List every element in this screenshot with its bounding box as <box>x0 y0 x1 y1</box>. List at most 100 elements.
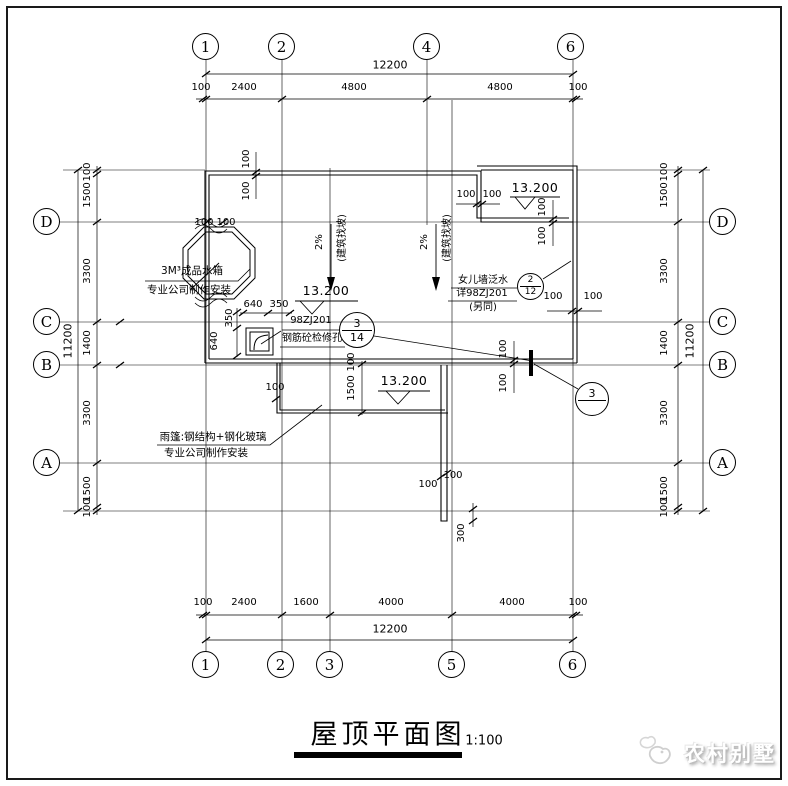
canopy-note-line1: 雨篷:钢结构+钢化玻璃 <box>159 430 267 443</box>
drawing-scale: 1:100 <box>465 733 503 749</box>
grid-bubble-left-D: D <box>33 208 60 235</box>
dim-right-overall: 11200 <box>683 323 697 359</box>
elevation-label: 13.200 <box>380 372 428 388</box>
grid-bubble-bottom-2: 2 <box>267 651 294 678</box>
roof-outline <box>204 165 578 522</box>
parapet-flashing-line3: (另同) <box>469 302 497 313</box>
parapet-flashing-line2: 详98ZJ201 <box>456 288 508 299</box>
dim-small: 100 <box>241 181 252 201</box>
dim-small: 1500 <box>346 375 357 401</box>
dim-small: 100 <box>498 373 509 393</box>
dim-bottom-seg: 4000 <box>378 597 404 608</box>
elevation-label: 13.200 <box>511 179 559 195</box>
dim-bottom-seg: 4000 <box>499 597 525 608</box>
dim-bottom-seg: 100 <box>568 597 588 608</box>
brand-watermark-text: 农村别墅 <box>684 742 776 766</box>
dim-small: 100 <box>537 226 548 246</box>
slope-percent: 2% <box>314 234 325 250</box>
dim-left-seg: 3300 <box>82 400 93 426</box>
detail-sheet <box>578 401 606 410</box>
dim-small: 640 <box>243 299 263 310</box>
sheet-border <box>6 6 782 780</box>
slope-method: (建筑找坡) <box>442 214 453 262</box>
grid-bubble-right-A: A <box>709 449 736 476</box>
water-tank-note-line2: 专业公司制作安装 <box>147 283 231 296</box>
dim-small: 350 <box>224 308 235 328</box>
dim-bottom-seg: 2400 <box>231 597 257 608</box>
water-tank-symbol <box>182 218 256 308</box>
dimension-lines <box>77 73 704 641</box>
dim-small: 100 <box>498 339 509 359</box>
bird-logo-icon <box>639 736 671 765</box>
dim-small: 100 <box>194 217 214 228</box>
dim-small: 640 <box>209 331 220 351</box>
detail-no: 2 <box>519 276 542 287</box>
grid-bubble-right-B: B <box>709 351 736 378</box>
dim-small: 350 <box>269 299 289 310</box>
dim-top-overall: 12200 <box>372 58 408 72</box>
detail-ref-hatch: 3 14 <box>339 312 375 348</box>
detail-sheet: 14 <box>349 330 364 344</box>
dimension-ticks <box>73 70 708 644</box>
dim-small: 100 <box>456 189 476 200</box>
grid-bubble-bottom-6: 6 <box>559 651 586 678</box>
dim-right-seg: 100 <box>659 498 670 518</box>
dim-top-seg: 2400 <box>231 82 257 93</box>
grid-bubble-left-C: C <box>33 308 60 335</box>
leader-lines <box>145 260 579 446</box>
dim-left-seg: 1400 <box>82 330 93 356</box>
dim-small: 300 <box>456 523 467 543</box>
dim-left-seg: 100 <box>82 162 93 182</box>
grid-bubble-right-C: C <box>709 308 736 335</box>
dim-small: 100 <box>543 291 563 302</box>
dim-small: 100 <box>443 470 463 481</box>
grid-bubble-left-A: A <box>33 449 60 476</box>
grid-bubble-top-2: 2 <box>268 33 295 60</box>
hatch-name: 钢筋砼检修孔 <box>282 333 342 344</box>
dim-right-seg: 3300 <box>659 400 670 426</box>
title-underline <box>294 752 462 758</box>
dim-left-seg: 100 <box>82 498 93 518</box>
canopy-outline <box>276 363 448 414</box>
dim-top-seg: 4800 <box>341 82 367 93</box>
section-cut-mark <box>529 350 533 376</box>
grid-bubble-bottom-1: 1 <box>192 651 219 678</box>
dim-small: 100 <box>265 382 285 393</box>
grid-lines <box>60 60 710 652</box>
dim-bottom-seg: 100 <box>193 597 213 608</box>
elevation-label: 13.200 <box>302 282 350 298</box>
dim-small: 100 <box>346 352 357 372</box>
grid-bubble-left-B: B <box>33 351 60 378</box>
canopy-note-line2: 专业公司制作安装 <box>164 446 248 459</box>
slope-arrows <box>327 224 440 291</box>
detail-no: 3 <box>578 388 606 401</box>
dim-small: 100 <box>537 197 548 217</box>
dim-small: 100 <box>241 149 252 169</box>
grid-bubble-top-1: 1 <box>192 33 219 60</box>
dim-small: 100 <box>583 291 603 302</box>
dim-left-overall: 11200 <box>61 323 75 359</box>
dim-small: 100 <box>418 479 438 490</box>
dim-right-seg: 1500 <box>659 182 670 208</box>
dim-left-seg: 3300 <box>82 258 93 284</box>
slope-percent: 2% <box>419 234 430 250</box>
detail-sheet: 12 <box>524 287 537 297</box>
grid-bubble-bottom-3: 3 <box>316 651 343 678</box>
dim-bottom-seg: 1600 <box>293 597 319 608</box>
grid-bubble-top-4: 4 <box>413 33 440 60</box>
access-hatch-symbol <box>245 327 274 356</box>
wall-stub <box>440 365 448 522</box>
brand-watermark: 农村别墅 <box>636 734 776 772</box>
dim-bottom-overall: 12200 <box>372 622 408 636</box>
grid-bubble-top-6: 6 <box>557 33 584 60</box>
grid-bubble-bottom-5: 5 <box>438 651 465 678</box>
dim-small: 100 <box>482 189 502 200</box>
grid-bubble-right-D: D <box>709 208 736 235</box>
dim-top-seg: 100 <box>568 82 588 93</box>
dim-top-seg: 4800 <box>487 82 513 93</box>
slope-method: (建筑找坡) <box>337 214 348 262</box>
dim-small: 100 <box>216 217 236 228</box>
detail-ref-right: 3 <box>575 382 609 416</box>
